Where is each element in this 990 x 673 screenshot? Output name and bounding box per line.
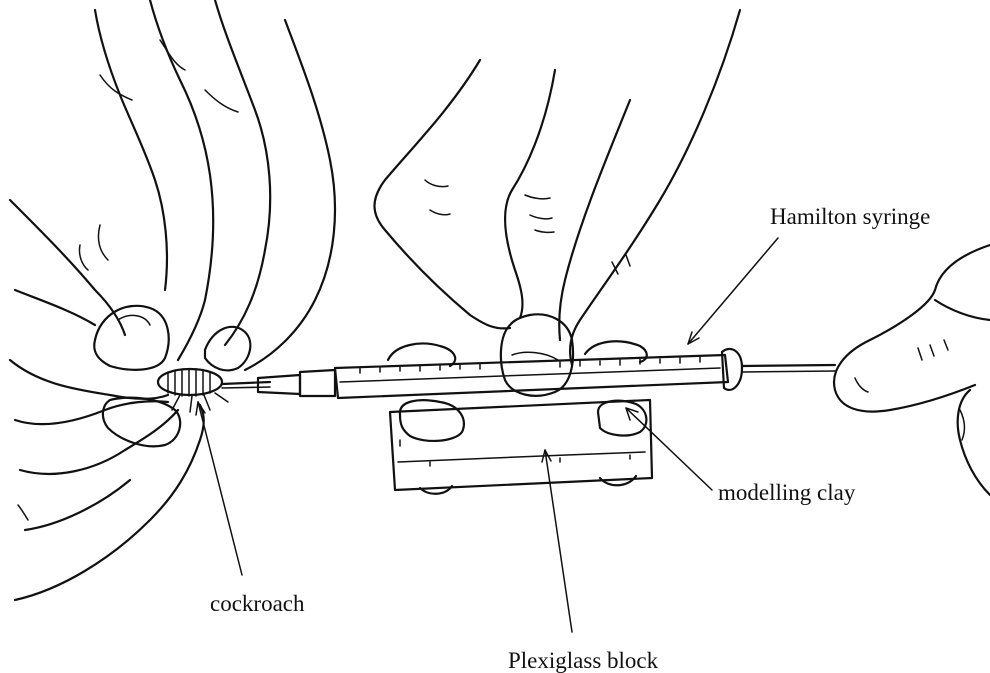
- pointer-lines: [196, 238, 778, 632]
- middle-hand: [374, 10, 740, 396]
- label-modelling-clay: modelling clay: [718, 480, 856, 505]
- hamilton-syringe: [222, 349, 835, 398]
- label-plexiglass-block: Plexiglass block: [508, 648, 659, 673]
- left-hand: [10, 0, 335, 600]
- block-pointer: [545, 450, 572, 632]
- label-hamilton-syringe: Hamilton syringe: [770, 204, 930, 229]
- right-hand: [834, 245, 990, 495]
- cockroach-pointer: [198, 402, 242, 575]
- label-cockroach: cockroach: [210, 591, 305, 616]
- plexiglass-block: [390, 400, 652, 494]
- syringe-pointer: [688, 238, 778, 344]
